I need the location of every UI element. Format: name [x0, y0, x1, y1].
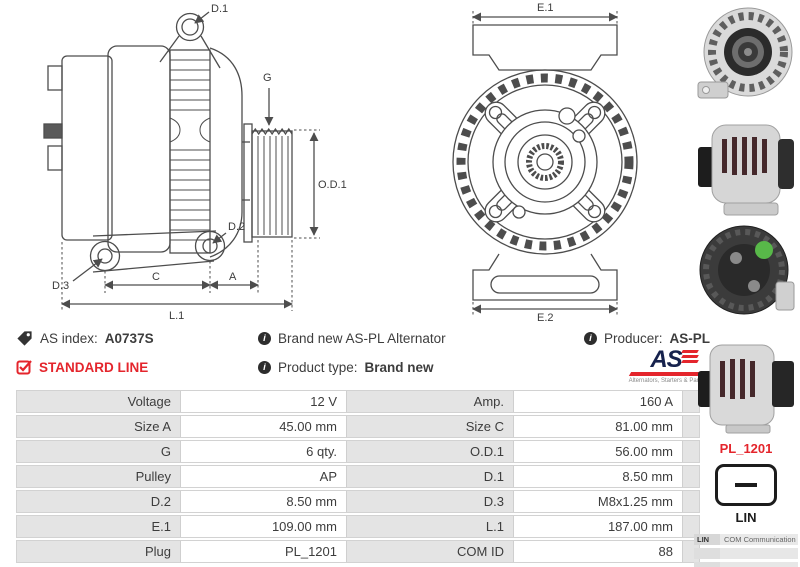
dim-label-od1: O.D.1: [318, 179, 347, 191]
as-index-row: AS index: A0737S: [16, 330, 154, 346]
table-row: Pulley AP D.1 8.50 mm: [16, 465, 700, 488]
aspl-logo-subtext: Alternators, Starters & Parts: [628, 378, 704, 384]
spec-label: Amp.: [473, 394, 504, 409]
spec-value: 88: [513, 541, 683, 562]
spec-label: Plug: [144, 544, 171, 559]
spec-label: D.3: [483, 494, 504, 509]
spec-label: L.1: [485, 519, 504, 534]
info-col-index: AS index: A0737S STANDARD LINE: [16, 330, 154, 388]
spec-label: D.1: [483, 469, 504, 484]
spec-value: 45.00 mm: [180, 416, 347, 437]
standard-line-badge: STANDARD LINE: [39, 359, 149, 375]
spec-value: AP: [180, 466, 347, 487]
com-value: [720, 562, 798, 567]
aspl-logo-text: AS: [650, 346, 682, 373]
com-key: LIN: [694, 534, 720, 545]
front-view-technical-drawing: E.1 E.2: [452, 2, 638, 322]
spec-value: 12 V: [180, 391, 347, 412]
com-key: [694, 548, 720, 559]
spec-value: M8x1.25 mm: [513, 491, 683, 512]
spec-value: 109.00 mm: [180, 516, 347, 537]
spec-label: Size C: [465, 419, 504, 434]
aspl-logo-underline: [628, 372, 704, 376]
table-row: Voltage 12 V Amp. 160 A: [16, 390, 700, 413]
spec-value: 81.00 mm: [513, 416, 683, 437]
info-icon: i: [258, 360, 271, 374]
spec-label: Pulley: [135, 469, 171, 484]
spec-value: 160 A: [513, 391, 683, 412]
product-photo-side-connector[interactable]: [696, 329, 796, 435]
spec-value: PL_1201: [180, 541, 347, 562]
info-col-product: i Brand new AS-PL Alternator i Product t…: [258, 330, 446, 388]
plug-type-label: LIN: [735, 510, 757, 525]
product-type-value: Brand new: [364, 359, 434, 375]
product-type-label: Product type:: [278, 359, 358, 375]
product-photo-front[interactable]: [696, 2, 796, 108]
product-media-sidebar: PL_1201 LIN LIN COM Communication: [694, 2, 798, 567]
spec-label: Size A: [134, 419, 171, 434]
spec-value: 56.00 mm: [513, 441, 683, 462]
table-row: D.2 8.50 mm D.3 M8x1.25 mm: [16, 490, 700, 513]
communication-table: LIN COM Communication: [694, 534, 798, 567]
spec-value: 8.50 mm: [513, 466, 683, 487]
checked-checkbox-icon: [16, 360, 32, 375]
spec-value: 6 qty.: [180, 441, 347, 462]
info-col-producer: i Producer: AS-PL: [584, 330, 710, 359]
spec-table: Voltage 12 V Amp. 160 A Size A 45.00 mm …: [16, 390, 700, 565]
aspl-logo-mark: AS: [650, 346, 699, 373]
dim-label-d1: D.1: [211, 3, 228, 15]
com-key: [694, 562, 720, 567]
product-type-row: i Product type: Brand new: [258, 359, 446, 375]
com-row-placeholder: [694, 562, 798, 567]
producer-label: Producer:: [604, 330, 663, 346]
table-row: Size A 45.00 mm Size C 81.00 mm: [16, 415, 700, 438]
com-row-placeholder: [694, 548, 798, 559]
aspl-brand-logo: AS Alternators, Starters & Parts: [626, 346, 706, 385]
producer-row: i Producer: AS-PL: [584, 330, 710, 346]
product-photo-rear[interactable]: [696, 220, 796, 326]
spec-label: Voltage: [127, 394, 171, 409]
dim-label-l1: L.1: [169, 310, 184, 322]
dim-label-a: A: [229, 271, 237, 283]
dim-label-e1: E.1: [537, 2, 554, 14]
dim-label-g: G: [263, 72, 272, 84]
spec-label: E.1: [151, 519, 171, 534]
standard-line-row: STANDARD LINE: [16, 359, 154, 375]
info-icon: i: [258, 331, 271, 345]
dim-label-c: C: [152, 271, 160, 283]
dim-label-e2: E.2: [537, 312, 554, 322]
com-row: LIN COM Communication: [694, 534, 798, 545]
spec-label: O.D.1: [470, 444, 504, 459]
plug-pin: [735, 483, 757, 487]
com-value: [720, 548, 798, 559]
spec-value: 187.00 mm: [513, 516, 683, 537]
brand-new-row: i Brand new AS-PL Alternator: [258, 330, 446, 346]
plug-code-label: PL_1201: [719, 441, 773, 456]
table-row: Plug PL_1201 COM ID 88: [16, 540, 700, 563]
producer-value: AS-PL: [669, 330, 711, 346]
as-index-value: A0737S: [104, 330, 154, 346]
product-photo-side-left[interactable]: [696, 111, 796, 217]
side-view-technical-drawing: D.1 G O.D.1 D.2 D.3 C A L.1: [43, 3, 347, 322]
com-value: COM Communication: [720, 534, 798, 545]
info-icon: i: [584, 331, 597, 345]
as-index-label: AS index:: [40, 330, 98, 346]
spec-value: 8.50 mm: [180, 491, 347, 512]
table-row: E.1 109.00 mm L.1 187.00 mm: [16, 515, 700, 538]
plug-connector-icon: [715, 464, 777, 506]
spec-label: D.2: [150, 494, 171, 509]
spec-label: COM ID: [457, 544, 504, 559]
tag-icon: [17, 330, 32, 346]
brand-new-text: Brand new AS-PL Alternator: [278, 330, 446, 346]
dim-label-d3: D.3: [52, 280, 69, 292]
dim-label-d2: D.2: [228, 221, 245, 233]
table-row: G 6 qty. O.D.1 56.00 mm: [16, 440, 700, 463]
spec-label: G: [160, 444, 171, 459]
